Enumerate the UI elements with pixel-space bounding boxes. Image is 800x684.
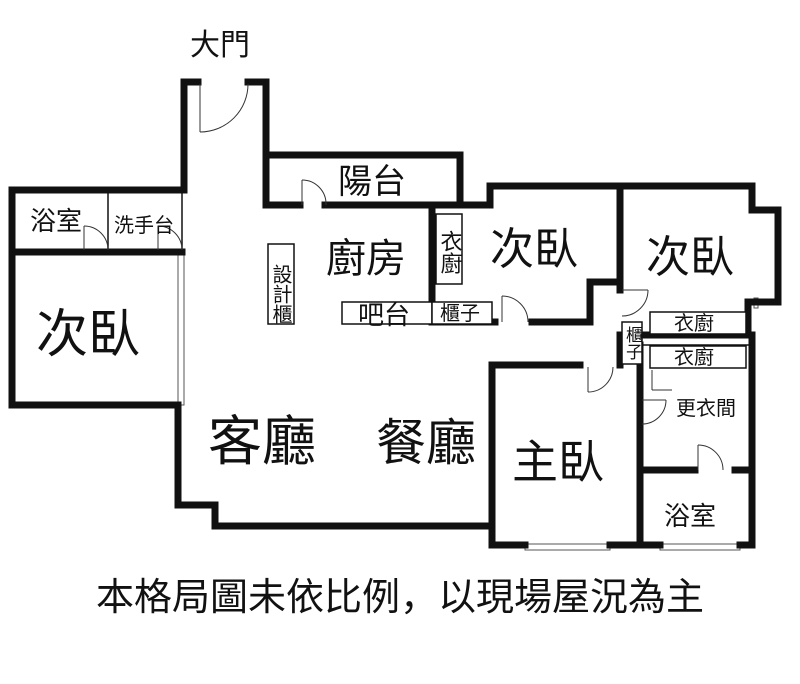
bath-small-label: 浴室: [30, 207, 82, 237]
kitchen-label: 廚房: [326, 236, 406, 282]
cabinet-small-label: 櫃子: [440, 301, 480, 325]
bedroom-right-label: 次臥: [646, 232, 734, 283]
main-door-label: 大門: [190, 28, 250, 63]
cabinet-vertical-label: 櫃子: [622, 326, 643, 360]
washbasin-label: 洗手台: [114, 213, 174, 237]
living-room-label: 客廳: [208, 410, 316, 473]
fixtures: [267, 213, 747, 369]
dining-room-label: 餐廳: [376, 414, 476, 472]
wardrobe-right2-box: [649, 345, 747, 369]
wardrobe-right1-box: [649, 311, 747, 335]
bedroom-left-label: 次臥: [36, 305, 140, 365]
doors: [83, 83, 724, 471]
dressing-room-label: 更衣間: [676, 396, 736, 420]
walls: [8, 78, 782, 549]
design-cabinet-label: 設計櫃: [269, 264, 293, 324]
design-cabinet-box: [267, 243, 295, 325]
disclaimer-note: 本格局圖未依比例，以現場屋況為主: [95, 575, 704, 619]
bar-label: 吧台: [358, 301, 410, 331]
balcony-label: 陽台: [338, 162, 406, 202]
master-bedroom-label: 主臥: [512, 435, 604, 489]
cabinet-small-box: [431, 301, 493, 325]
bath-master-label: 浴室: [664, 502, 716, 532]
wardrobe-right1-label: 衣廚: [674, 311, 714, 335]
wardrobe-mid-label: 衣廚: [437, 230, 463, 274]
bedroom-mid-label: 次臥: [490, 224, 578, 275]
cabinet-vertical-box: [621, 321, 643, 365]
wardrobe-right2-label: 衣廚: [674, 345, 714, 369]
wardrobe-mid-box: [435, 213, 463, 285]
